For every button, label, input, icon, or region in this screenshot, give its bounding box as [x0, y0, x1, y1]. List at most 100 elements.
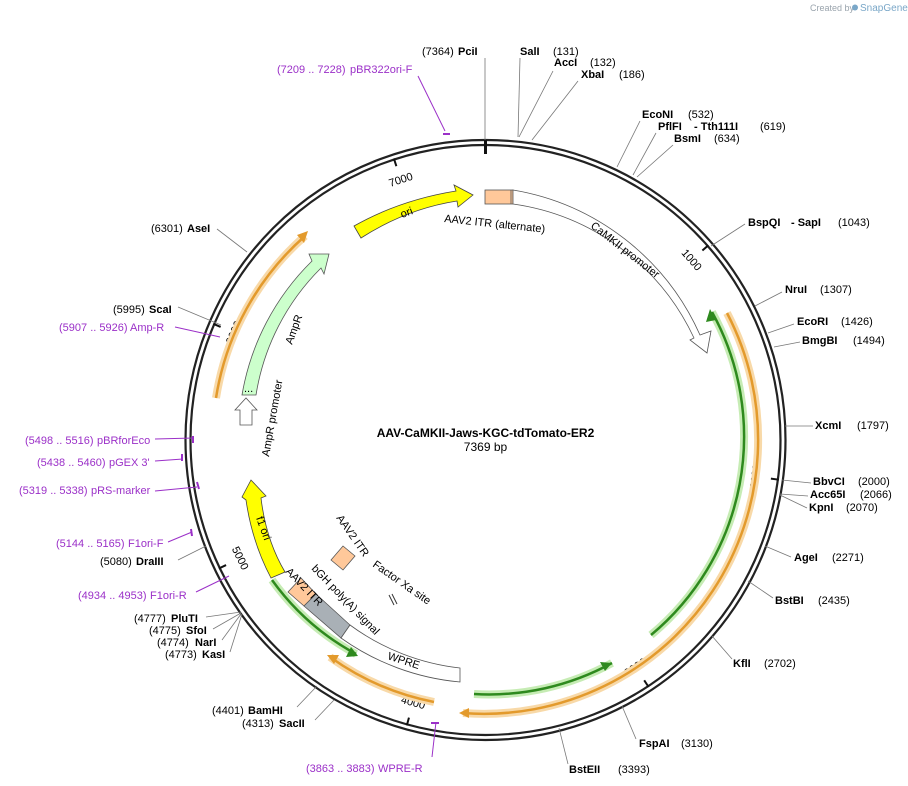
- site-name-econi[interactable]: EcoNI: [642, 109, 673, 121]
- primer-name-pgex3[interactable]: pGEX 3': [109, 457, 150, 469]
- site-leader-lines: [177, 57, 813, 765]
- ampr-feature[interactable]: [241, 253, 330, 396]
- left-orange-orf-arrowhead: [327, 655, 339, 664]
- site-name-sali[interactable]: SalI: [520, 46, 540, 58]
- site-name-sacii[interactable]: SacII: [279, 718, 305, 730]
- ampr-promoter-feature[interactable]: [234, 397, 258, 426]
- credit-brand: SnapGene: [860, 3, 908, 14]
- ori-feature[interactable]: [353, 184, 474, 239]
- site-pos-xbai: (186): [619, 69, 645, 81]
- map-center-label: AAV-CaMKII-Jaws-KGC-tdTomato-ER2 7369 bp: [377, 426, 595, 454]
- primer-name-pbr322ori-f[interactable]: pBR322ori-F: [350, 64, 413, 76]
- site-name-pluti[interactable]: PluTI: [171, 613, 198, 625]
- site-name-sapi[interactable]: - SapI: [791, 217, 821, 229]
- site-name-kasi[interactable]: KasI: [202, 649, 225, 661]
- site-name-pcii[interactable]: PciI: [458, 46, 478, 58]
- tick-mark: [770, 477, 779, 481]
- primer-range-f1ori-r: (4934 .. 4953): [78, 590, 147, 602]
- kgc-orf-arc: [473, 661, 613, 696]
- site-name-bmgbi[interactable]: BmgBI: [802, 335, 837, 347]
- site-name-bsteii[interactable]: BstEII: [569, 764, 600, 776]
- leader-kpni: [779, 494, 808, 509]
- site-name-sfoi[interactable]: SfoI: [186, 625, 207, 637]
- leader-bsmi: [636, 144, 674, 178]
- tick-label: 5000: [229, 545, 250, 572]
- site-pos-sacii: (4313): [242, 718, 274, 730]
- site-name-nari[interactable]: NarI: [195, 637, 216, 649]
- site-pos-pluti: (4777): [134, 613, 166, 625]
- site-name-kpni[interactable]: KpnI: [809, 502, 833, 514]
- wpre-feature[interactable]: [340, 624, 461, 683]
- left-green-orf-arrowhead: [346, 647, 358, 657]
- leader-primer-pbr322ori-f: [417, 75, 446, 132]
- site-name-bamhi[interactable]: BamHI: [248, 705, 283, 717]
- leader-asei: [216, 228, 248, 253]
- site-name-nrui[interactable]: NruI: [785, 284, 807, 296]
- leader-sacii: [314, 699, 335, 721]
- site-pos-ecori: (1426): [841, 316, 873, 328]
- leader-bmgbi: [773, 341, 801, 348]
- primer-name-f1ori-r[interactable]: F1ori-R: [150, 590, 187, 602]
- site-name-tth111i[interactable]: - Tth111I: [694, 121, 738, 133]
- site-pos-sapi: (1043): [838, 217, 870, 229]
- leader-xbai: [531, 80, 579, 141]
- site-name-xbai[interactable]: XbaI: [581, 69, 604, 81]
- leader-draiii: [177, 545, 207, 561]
- site-name-ecori[interactable]: EcoRI: [797, 316, 828, 328]
- site-pos-agei: (2271): [832, 552, 864, 564]
- site-name-scai[interactable]: ScaI: [149, 304, 172, 316]
- primer-name-prs-marker[interactable]: pRS-marker: [91, 485, 151, 497]
- site-name-bspqi[interactable]: BspQI: [748, 217, 780, 229]
- tick-mark: [701, 244, 710, 252]
- aav2-itr-inner-feature[interactable]: [330, 545, 356, 571]
- aav2-itr-alternate-feature[interactable]: [484, 189, 514, 205]
- primer-name-wpre-r[interactable]: WPRE-R: [378, 763, 423, 775]
- site-name-bbvci[interactable]: BbvCI: [813, 476, 845, 488]
- tdtomato-orf-arrowhead: [459, 708, 469, 718]
- camkii-promoter-feature[interactable]: [512, 189, 712, 354]
- site-pos-xcmi: (1797): [857, 420, 889, 432]
- site-name-bsmi[interactable]: BsmI: [674, 133, 701, 145]
- credit-prefix: Created by: [810, 3, 855, 13]
- site-name-bstbi[interactable]: BstBI: [775, 595, 804, 607]
- leader-sfoi: [212, 612, 242, 630]
- tick-mark: [212, 322, 222, 328]
- primer-name-pbrforeco[interactable]: pBRforEco: [97, 435, 150, 447]
- leader-bspqi: [710, 223, 746, 247]
- leader-agei: [764, 545, 792, 558]
- primer-labels: (7209 .. 7228) pBR322ori-F (5907 .. 5926…: [19, 64, 423, 775]
- ampr-orange-arrowhead: [297, 231, 308, 243]
- plasmid-length: 7369 bp: [464, 440, 508, 454]
- leader-econi: [616, 120, 641, 168]
- jaws-orf-arc: [650, 311, 746, 636]
- site-labels: (7364) PciI SalI (131) AccI (132) XbaI (…: [100, 46, 892, 776]
- site-name-draiii[interactable]: DraIII: [136, 556, 164, 568]
- site-name-asei[interactable]: AseI: [187, 223, 210, 235]
- jaws-orf-arrowhead: [706, 309, 716, 322]
- primer-range-prs-marker: (5319 .. 5338): [19, 485, 88, 497]
- leader-kfli: [711, 635, 733, 660]
- tick-mark: [643, 679, 650, 688]
- leader-bstbi: [747, 580, 774, 599]
- f1-ori-feature[interactable]: [241, 479, 286, 579]
- primer-name-amp-r[interactable]: Amp-R: [130, 322, 164, 334]
- leader-nrui: [754, 291, 783, 307]
- tick-mark: [405, 717, 410, 726]
- factor-xa-mark-2: [391, 593, 398, 605]
- site-pos-kpni: (2070): [846, 502, 878, 514]
- leader-ecori: [767, 323, 795, 334]
- site-name-fspai[interactable]: FspAI: [639, 738, 670, 750]
- site-name-pflfi[interactable]: PflFI: [658, 121, 682, 133]
- leader-kasi: [229, 613, 243, 653]
- leader-pflfi: [632, 132, 657, 176]
- site-name-xcmi[interactable]: XcmI: [815, 420, 841, 432]
- mark-primer-f1ori-f: [190, 528, 193, 537]
- feature-label-aav2-itr-alternate: AAV2 ITR (alternate): [444, 213, 546, 236]
- site-name-agei[interactable]: AgeI: [794, 552, 818, 564]
- site-name-kfli[interactable]: KflI: [733, 658, 751, 670]
- site-name-acci[interactable]: AccI: [554, 57, 577, 69]
- site-name-acc65i[interactable]: Acc65I: [810, 489, 845, 501]
- primer-name-f1ori-f[interactable]: F1ori-F: [128, 538, 164, 550]
